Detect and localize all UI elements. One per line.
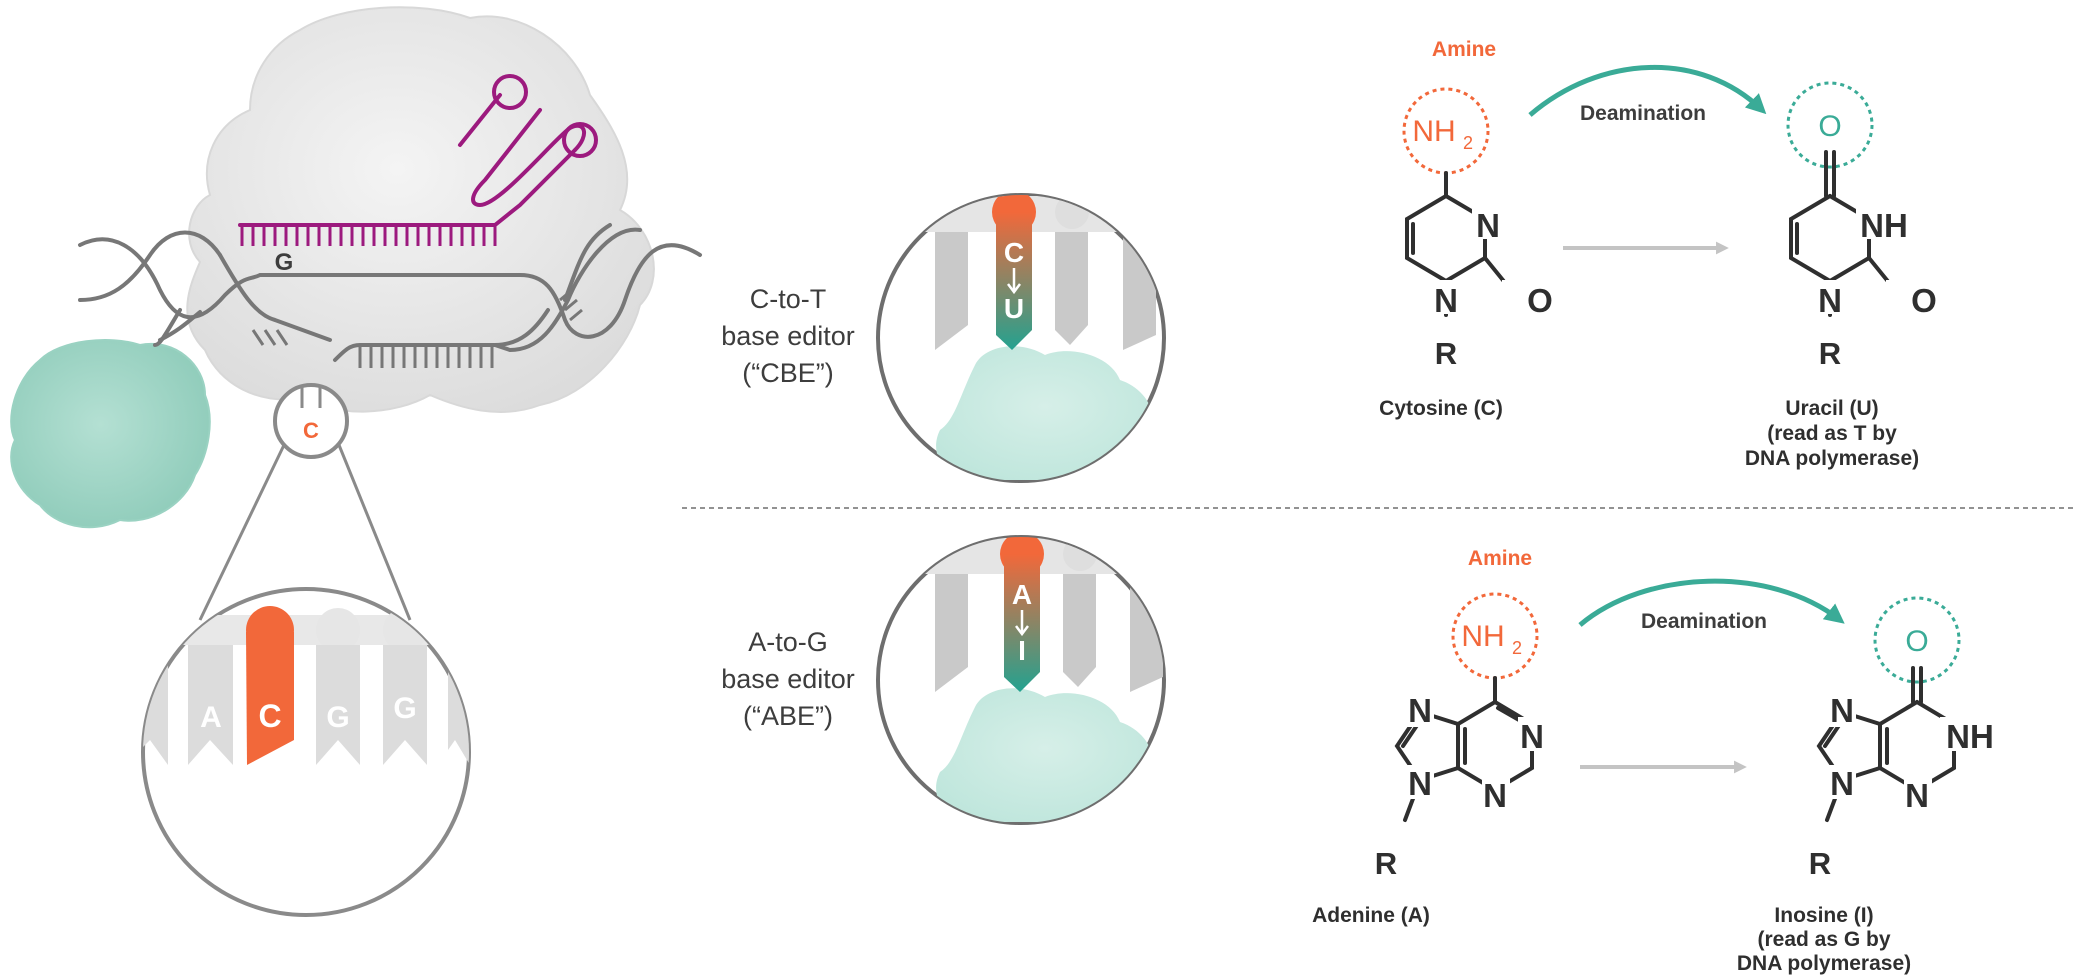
inosine-name-line-1: Inosine (I) xyxy=(1774,904,1873,927)
cbe-deamination-label: Deamination xyxy=(1580,102,1706,125)
target-strand-ticks xyxy=(358,345,494,368)
adenine-structure: N N N N R xyxy=(1375,676,1546,881)
adenine-atom-r: R xyxy=(1375,846,1397,881)
inosine-atom-n7: N xyxy=(1830,692,1854,729)
zoom-base-c: C xyxy=(258,698,281,734)
cas9-protein xyxy=(186,6,655,413)
adenine-atom-n9: N xyxy=(1408,765,1432,802)
abe-label: A-to-G base editor (“ABE”) xyxy=(721,627,855,731)
uracil-name-line-2: (read as T by xyxy=(1767,422,1897,445)
cbe-label-line-1: C-to-T xyxy=(750,284,827,314)
zoom-circle: A C G G xyxy=(141,587,471,917)
abe-amine-label: Amine xyxy=(1468,547,1532,570)
zoom-connector xyxy=(198,444,412,621)
zoom-base-a: A xyxy=(200,701,222,734)
abe-bubble: A I xyxy=(876,535,1166,825)
uracil-oxygen: O xyxy=(1818,110,1841,143)
inosine-atom-n1h: NH xyxy=(1946,718,1994,755)
cbe-label-line-3: (“CBE”) xyxy=(742,358,833,388)
cbe-bubble-from: C xyxy=(1004,237,1024,268)
uracil-name-line-1: Uracil (U) xyxy=(1785,397,1878,420)
inosine-atom-n3: N xyxy=(1905,777,1929,814)
zoom-nucleotide-c xyxy=(246,606,294,765)
abe-reaction: Amine NH 2 Deamination N N N N R Adenine… xyxy=(1312,547,1994,975)
zoom-nucleotide-a xyxy=(188,645,233,765)
cytosine-atom-r: R xyxy=(1435,336,1457,371)
zoom-nucleotide-g2 xyxy=(383,608,427,765)
uracil-atom-n3h: NH xyxy=(1860,207,1908,244)
target-base-label: C xyxy=(303,418,319,443)
zoom-nucleotide-g1 xyxy=(316,608,360,765)
zoom-base-g2: G xyxy=(393,692,416,725)
uracil-atom-n1: N xyxy=(1818,282,1842,319)
abe-amine-subscript: 2 xyxy=(1512,638,1522,658)
cbe-bubble-to: U xyxy=(1004,293,1024,324)
inosine-atom-r: R xyxy=(1809,846,1831,881)
cbe-bubble: C U xyxy=(876,193,1166,483)
dna-backbone xyxy=(78,223,702,362)
target-base-circle: C xyxy=(273,383,349,459)
cbe-label-line-2: base editor xyxy=(721,321,855,351)
cbe-amine-label: Amine xyxy=(1432,38,1496,61)
guide-base-label: G xyxy=(275,249,294,276)
abe-label-line-1: A-to-G xyxy=(748,627,828,657)
overview-panel: G C xyxy=(10,6,702,917)
guide-rna xyxy=(238,74,598,227)
uracil-name-line-3: DNA polymerase) xyxy=(1745,447,1919,470)
cbe-deaminase xyxy=(936,346,1154,480)
cytosine-atom-n1: N xyxy=(1434,282,1458,319)
adenine-name: Adenine (A) xyxy=(1312,904,1430,927)
cytosine-atom-o2: O xyxy=(1527,282,1553,319)
inosine-structure: O N NH N N R xyxy=(1809,596,1994,881)
abe-bubble-to: I xyxy=(1018,635,1026,666)
inosine-name-line-2: (read as G by xyxy=(1757,928,1890,951)
deaminase-protein xyxy=(10,339,211,529)
cytosine-name: Cytosine (C) xyxy=(1379,397,1503,420)
uracil-atom-r: R xyxy=(1819,336,1841,371)
cbe-reaction: Amine NH 2 Deamination N N O R Cytosine … xyxy=(1379,38,1937,470)
cbe-label: C-to-T base editor (“CBE”) xyxy=(721,284,855,388)
abe-amine-group: NH xyxy=(1461,620,1504,653)
inosine-oxygen: O xyxy=(1905,625,1928,658)
inosine-name-line-3: DNA polymerase) xyxy=(1737,952,1911,975)
guide-rna-ticks xyxy=(240,225,497,246)
dna-rungs xyxy=(251,288,583,346)
cbe-amine-subscript: 2 xyxy=(1463,133,1473,153)
abe-bubble-from: A xyxy=(1012,579,1032,610)
zoom-base-g1: G xyxy=(326,701,349,734)
adenine-atom-n3: N xyxy=(1483,777,1507,814)
abe-label-line-2: base editor xyxy=(721,664,855,694)
uracil-atom-o2: O xyxy=(1911,282,1937,319)
abe-label-line-3: (“ABE”) xyxy=(743,701,833,731)
cytosine-structure: N N O R xyxy=(1405,171,1553,371)
abe-deaminase xyxy=(936,688,1154,822)
adenine-atom-n7: N xyxy=(1408,692,1432,729)
cytosine-atom-n3: N xyxy=(1476,207,1500,244)
adenine-atom-n1: N xyxy=(1520,718,1544,755)
uracil-structure: O NH N O R xyxy=(1786,81,1937,371)
abe-deamination-label: Deamination xyxy=(1641,610,1767,633)
cbe-amine-group: NH xyxy=(1412,115,1455,148)
inosine-atom-n9: N xyxy=(1830,765,1854,802)
